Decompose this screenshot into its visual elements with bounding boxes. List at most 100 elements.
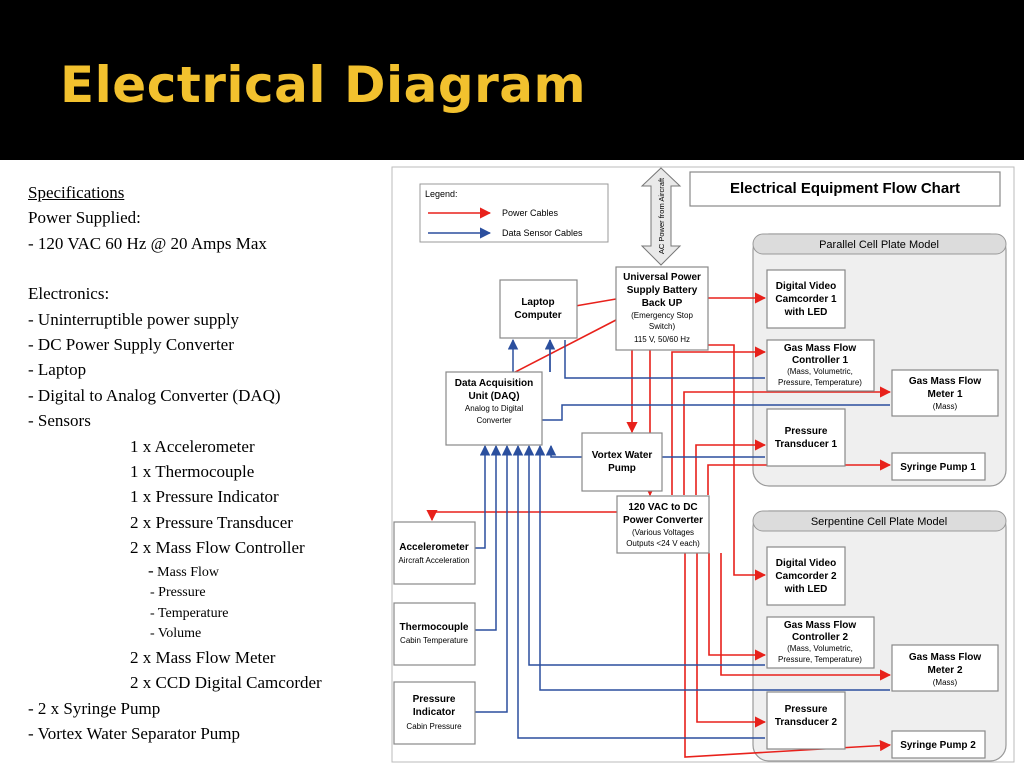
svg-text:Switch): Switch) xyxy=(649,322,676,331)
power-line: - 120 VAC 60 Hz @ 20 Amps Max xyxy=(28,233,267,253)
svg-text:Vortex Water: Vortex Water xyxy=(592,450,653,461)
svg-text:Camcorder 2: Camcorder 2 xyxy=(775,571,837,582)
box-pressure-indicator: Pressure Indicator Cabin Pressure xyxy=(393,681,476,745)
box-accelerometer: Accelerometer Aircraft Acceleration xyxy=(393,521,476,585)
svg-text:Pressure, Temperature): Pressure, Temperature) xyxy=(778,655,862,664)
svg-text:115 V, 50/60 Hz: 115 V, 50/60 Hz xyxy=(634,335,690,344)
ac-power-arrow: AC Power from Aircraft xyxy=(640,167,682,266)
box-laptop: Laptop Computer xyxy=(499,279,578,339)
svg-text:Gas Mass Flow: Gas Mass Flow xyxy=(909,652,981,663)
svg-text:(Mass): (Mass) xyxy=(933,402,958,411)
svg-text:Converter: Converter xyxy=(476,416,511,425)
list-item: - Uninterruptible power supply xyxy=(28,309,240,329)
svg-text:(Mass): (Mass) xyxy=(933,678,958,687)
svg-text:Supply Battery: Supply Battery xyxy=(627,285,698,296)
svg-text:Data Acquisition: Data Acquisition xyxy=(455,378,534,389)
sensor-item: 2 x Mass Flow Controller xyxy=(130,538,305,558)
svg-text:Pressure: Pressure xyxy=(413,694,456,705)
data-pt2-daq xyxy=(512,444,765,739)
power-supplied-label: Power Supplied: xyxy=(28,208,141,228)
svg-text:Gas Mass Flow: Gas Mass Flow xyxy=(784,343,856,354)
box-mfc-1: Gas Mass Flow Controller 1 (Mass, Volume… xyxy=(766,339,875,392)
mfc-sub-item: - Temperature xyxy=(150,605,229,621)
list-item: - Digital to Analog Converter (DAQ) xyxy=(28,385,281,405)
svg-text:Pressure: Pressure xyxy=(785,426,828,437)
power-conv-mfc2 xyxy=(708,553,767,661)
svg-text:Digital Video: Digital Video xyxy=(776,558,836,569)
box-camcorder-1: Digital Video Camcorder 1 with LED xyxy=(766,269,846,329)
list-item: - Sensors xyxy=(28,411,91,431)
list-item: - Laptop xyxy=(28,360,87,380)
svg-text:Camcorder 1: Camcorder 1 xyxy=(775,294,837,305)
power-conv-mfm1 xyxy=(683,386,892,495)
svg-text:Gas Mass Flow: Gas Mass Flow xyxy=(784,620,856,631)
ac-power-label: AC Power from Aircraft xyxy=(657,177,666,254)
svg-text:Analog to Digital: Analog to Digital xyxy=(465,404,523,413)
svg-text:Universal Power: Universal Power xyxy=(623,272,701,283)
svg-text:with LED: with LED xyxy=(784,584,828,595)
list-item: - DC Power Supply Converter xyxy=(28,335,234,355)
box-converter: 120 VAC to DC Power Converter (Various V… xyxy=(616,495,710,554)
svg-text:(Emergency Stop: (Emergency Stop xyxy=(631,311,693,320)
svg-text:Pressure: Pressure xyxy=(785,704,828,715)
group-serpentine-label: Serpentine Cell Plate Model xyxy=(811,516,947,528)
box-daq: Data Acquisition Unit (DAQ) Analog to Di… xyxy=(445,371,543,446)
box-ups: Universal Power Supply Battery Back UP (… xyxy=(615,266,709,351)
electronics-label: Electronics: xyxy=(28,284,110,304)
list-item: - 2 x Syringe Pump xyxy=(28,698,161,718)
svg-text:Cabin Temperature: Cabin Temperature xyxy=(400,636,468,645)
svg-text:Unit (DAQ): Unit (DAQ) xyxy=(468,391,519,402)
data-mfc2-daq xyxy=(523,444,765,666)
power-conv-pt1 xyxy=(695,439,767,495)
svg-text:Pump: Pump xyxy=(608,463,636,474)
svg-text:Aircraft Acceleration: Aircraft Acceleration xyxy=(398,556,469,565)
svg-text:Power Converter: Power Converter xyxy=(623,515,703,526)
svg-text:Meter 1: Meter 1 xyxy=(927,389,962,400)
svg-text:Transducer 1: Transducer 1 xyxy=(775,439,838,450)
mfc-sub-item: - Volume xyxy=(150,626,202,642)
svg-text:(Mass, Volumetric,: (Mass, Volumetric, xyxy=(787,644,853,653)
data-accel-daq xyxy=(475,444,491,549)
svg-text:Digital Video: Digital Video xyxy=(776,281,836,292)
sensor-item: 2 x Mass Flow Meter xyxy=(130,647,276,667)
specs-heading: Specifications xyxy=(28,183,125,202)
chart-title-box: Electrical Equipment Flow Chart xyxy=(689,171,1001,207)
sensor-item: 2 x Pressure Transducer xyxy=(130,512,293,532)
data-thermo-daq xyxy=(475,444,502,631)
slide-header: Electrical Diagram xyxy=(0,0,1024,160)
group-parallel-header xyxy=(752,233,1007,255)
box-thermocouple: Thermocouple Cabin Temperature xyxy=(393,602,476,666)
legend-data-label: Data Sensor Cables xyxy=(502,228,583,238)
svg-text:Outputs <24 V each): Outputs <24 V each) xyxy=(626,539,700,548)
list-item: - Vortex Water Separator Pump xyxy=(28,723,241,743)
sensor-item: 2 x CCD Digital Camcorder xyxy=(130,673,322,693)
power-conv-mfm2 xyxy=(720,553,892,681)
mfc-sub-item: - Pressure xyxy=(150,585,206,601)
svg-text:Accelerometer: Accelerometer xyxy=(399,542,469,553)
svg-text:Laptop: Laptop xyxy=(521,297,554,308)
svg-text:Back UP: Back UP xyxy=(642,298,683,309)
chart-title: Electrical Equipment Flow Chart xyxy=(730,180,960,197)
svg-text:Pressure, Temperature): Pressure, Temperature) xyxy=(778,378,862,387)
box-vortex: Vortex Water Pump xyxy=(581,432,663,492)
box-mfm-1: Gas Mass Flow Meter 1 (Mass) xyxy=(891,369,999,417)
specifications-list: Specifications Power Supplied: - 120 VAC… xyxy=(28,180,388,746)
svg-text:Transducer 2: Transducer 2 xyxy=(775,717,838,728)
svg-text:(Various Voltages: (Various Voltages xyxy=(632,528,694,537)
box-camcorder-2: Digital Video Camcorder 2 with LED xyxy=(766,546,846,606)
svg-text:Controller 2: Controller 2 xyxy=(792,632,849,643)
svg-text:with LED: with LED xyxy=(784,307,828,318)
mfc-sub-item: - Mass Flow xyxy=(148,560,220,580)
power-conv-pt2 xyxy=(696,553,767,728)
slide-title: Electrical Diagram xyxy=(60,56,587,114)
svg-text:Gas Mass Flow: Gas Mass Flow xyxy=(909,376,981,387)
box-pt-2: Pressure Transducer 2 xyxy=(766,691,846,750)
sensor-item: 1 x Accelerometer xyxy=(130,436,255,456)
svg-text:Indicator: Indicator xyxy=(413,707,455,718)
svg-text:Meter 2: Meter 2 xyxy=(927,665,962,676)
svg-text:Controller 1: Controller 1 xyxy=(792,355,849,366)
svg-text:Syringe Pump 2: Syringe Pump 2 xyxy=(900,740,976,751)
svg-text:(Mass, Volumetric,: (Mass, Volumetric, xyxy=(787,367,853,376)
sensor-item: 1 x Pressure Indicator xyxy=(130,487,279,507)
